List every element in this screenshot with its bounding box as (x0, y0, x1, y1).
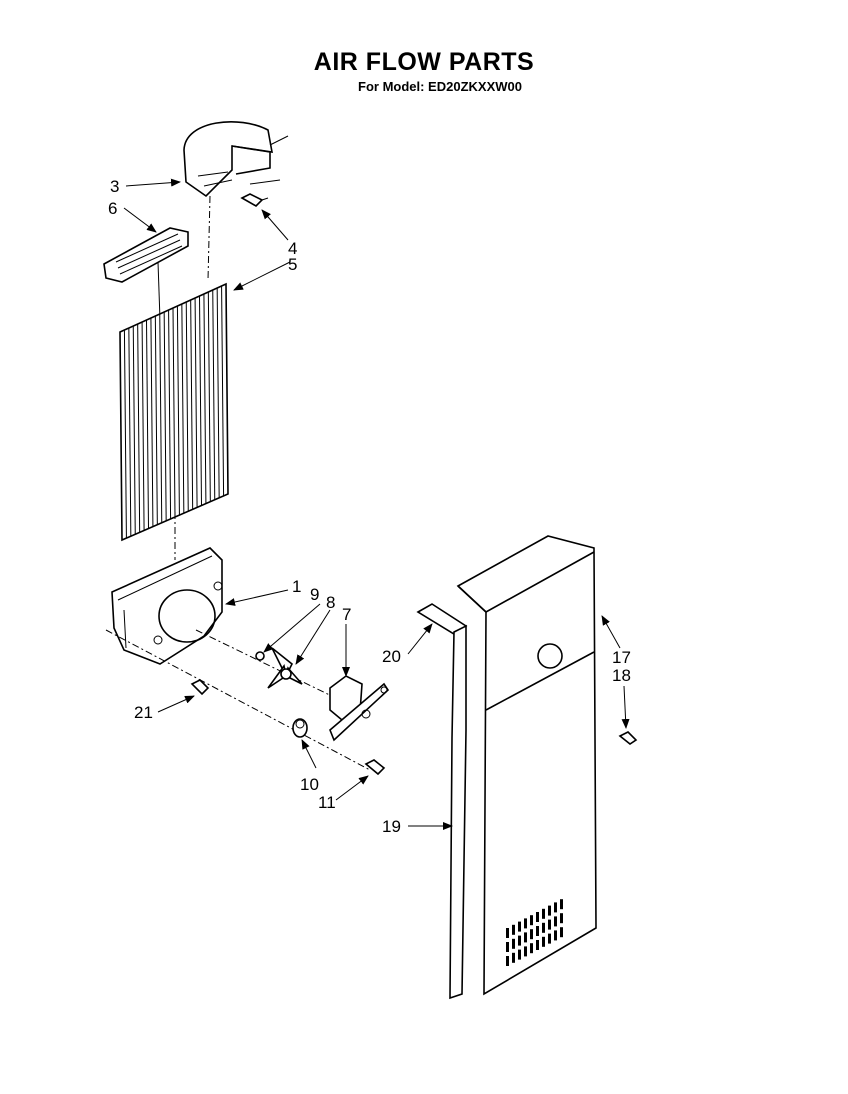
callout-1: 1 (292, 577, 301, 596)
grommet-part (292, 718, 308, 738)
callout-7: 7 (342, 605, 351, 624)
grille-part (103, 227, 189, 321)
callout-19: 19 (382, 817, 401, 836)
page-title: AIR FLOW PARTS (313, 48, 535, 76)
side-trim-part (449, 624, 467, 1000)
evaporator-coil-part (119, 282, 229, 560)
screw-part-11 (364, 759, 386, 776)
screw-part-4 (240, 193, 269, 207)
callout-18: 18 (612, 666, 631, 685)
duct-cover-part (183, 121, 289, 281)
callout-20: 20 (382, 647, 401, 666)
callout-21: 21 (134, 703, 153, 722)
callout-11: 11 (318, 793, 336, 812)
fan-blade-part (267, 647, 303, 689)
callout-17: 17 (612, 648, 631, 667)
callout-10: 10 (300, 775, 319, 794)
callout-4: 4 (288, 239, 297, 258)
screw-part-21 (190, 679, 210, 696)
callout-6: 6 (108, 199, 117, 218)
callout-5: 5 (288, 255, 297, 274)
model-subtitle: For Model: ED20ZKXXW00 (358, 79, 522, 94)
callout-9: 9 (310, 585, 319, 604)
nut-part-9 (255, 651, 265, 661)
fan-motor-part (329, 675, 390, 742)
callout-3: 3 (110, 177, 119, 196)
callout-leaders (123, 178, 630, 830)
screw-part-18 (618, 731, 638, 745)
air-tower-cover-part (456, 535, 597, 996)
fan-shroud-part (111, 547, 223, 665)
callout-8: 8 (326, 593, 335, 612)
